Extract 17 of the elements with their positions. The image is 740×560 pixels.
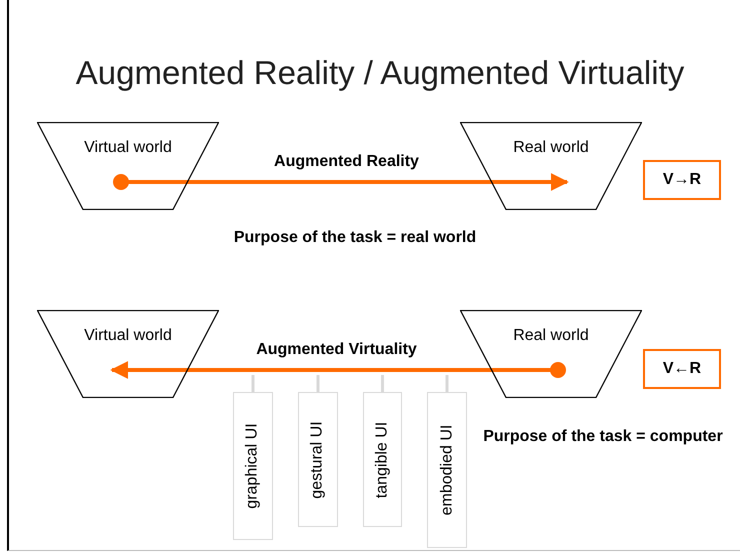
trapezoid-box bbox=[460, 310, 642, 398]
direction-tag: V→R bbox=[643, 160, 721, 200]
leader-line bbox=[381, 375, 384, 392]
ui-box: graphical UI bbox=[233, 392, 273, 540]
purpose-note: Purpose of the task = real world bbox=[232, 228, 478, 248]
ui-box: tangible UI bbox=[363, 392, 402, 527]
direction-tag: V←R bbox=[643, 349, 721, 389]
leader-line bbox=[316, 375, 320, 392]
title: Augmented Reality / Augmented Virtuality bbox=[76, 53, 684, 93]
leader-line bbox=[446, 375, 448, 392]
ui-box: gestural UI bbox=[298, 392, 338, 527]
trapezoid-box bbox=[37, 122, 219, 210]
leader-line bbox=[252, 375, 254, 392]
ui-box: embodied UI bbox=[427, 392, 467, 548]
trapezoid-box bbox=[460, 122, 642, 210]
purpose-note: Purpose of the task = computer bbox=[482, 427, 724, 447]
trapezoid-box bbox=[37, 310, 219, 398]
